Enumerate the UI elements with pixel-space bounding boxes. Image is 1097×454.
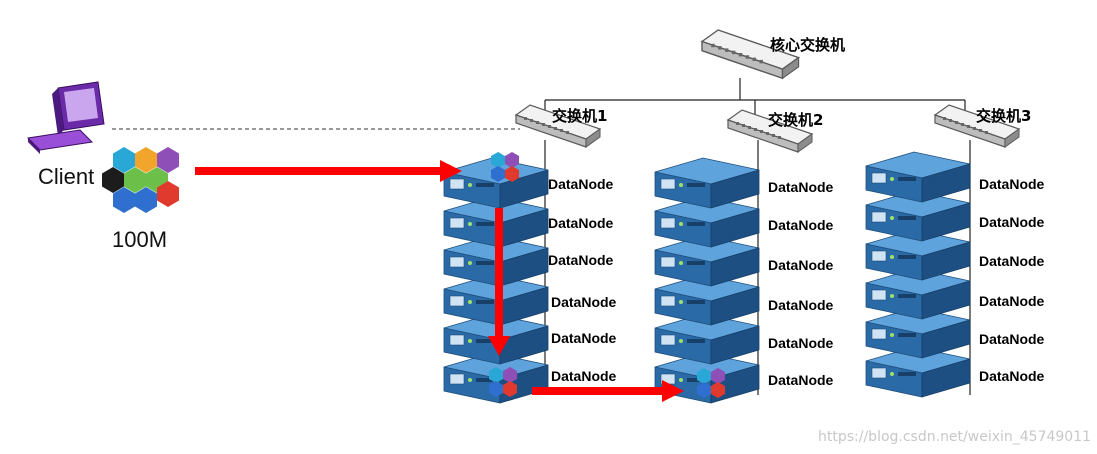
rack-3 [865,151,971,398]
switch1-label: 交换机1 [552,107,607,125]
rack-pipeline-arrow [488,208,510,356]
write-path-arrows [195,160,684,402]
server-unit [654,157,760,209]
rack3-datanode-label: DataNode [979,214,1045,230]
rack3-datanode-label: DataNode [979,331,1045,347]
rack2-datanode-label: DataNode [768,297,834,313]
rack2-datanode-label: DataNode [768,179,834,195]
switch2-label: 交换机2 [768,111,823,129]
watermark-text: https://blog.csdn.net/weixin_45749011 [818,429,1091,445]
rack-2 [654,157,760,404]
rack2-datanode-label: DataNode [768,257,834,273]
core-switch: 核心交换机 [701,29,845,79]
switch3-label: 交换机3 [976,107,1031,125]
cross-rack-arrow [532,380,684,402]
data-file-icon [102,147,179,213]
rack3-datanode-label: DataNode [979,368,1045,384]
rack1-datanode-label: DataNode [548,176,614,192]
rack2-datanode-label: DataNode [768,335,834,351]
file-size-label: 100M [112,227,167,252]
rack2-datanode-label: DataNode [768,372,834,388]
rack1-datanode-label: DataNode [551,330,617,346]
rack1-datanode-label: DataNode [548,252,614,268]
rack1-datanode-label: DataNode [548,215,614,231]
computer-icon [26,81,105,154]
rack1-datanode-labels: DataNode DataNode DataNode DataNode Data… [548,176,617,384]
rack3-datanode-label: DataNode [979,253,1045,269]
rack3-datanode-label: DataNode [979,176,1045,192]
rack2-datanode-labels: DataNode DataNode DataNode DataNode Data… [768,179,834,388]
rack-switch-3: 交换机3 [934,104,1031,148]
server-unit [865,151,971,203]
rack-switch-2: 交换机2 [727,109,823,153]
client-node: Client 100M [26,81,179,252]
rack3-datanode-label: DataNode [979,293,1045,309]
client-to-node-arrow [195,160,462,182]
rack1-datanode-label: DataNode [551,368,617,384]
core-switch-label: 核心交换机 [770,36,845,54]
rack3-datanode-labels: DataNode DataNode DataNode DataNode Data… [979,176,1045,384]
rack1-datanode-label: DataNode [551,294,617,310]
rack2-datanode-label: DataNode [768,217,834,233]
client-label: Client [38,164,94,189]
rack-switch-1: 交换机1 [515,104,607,148]
